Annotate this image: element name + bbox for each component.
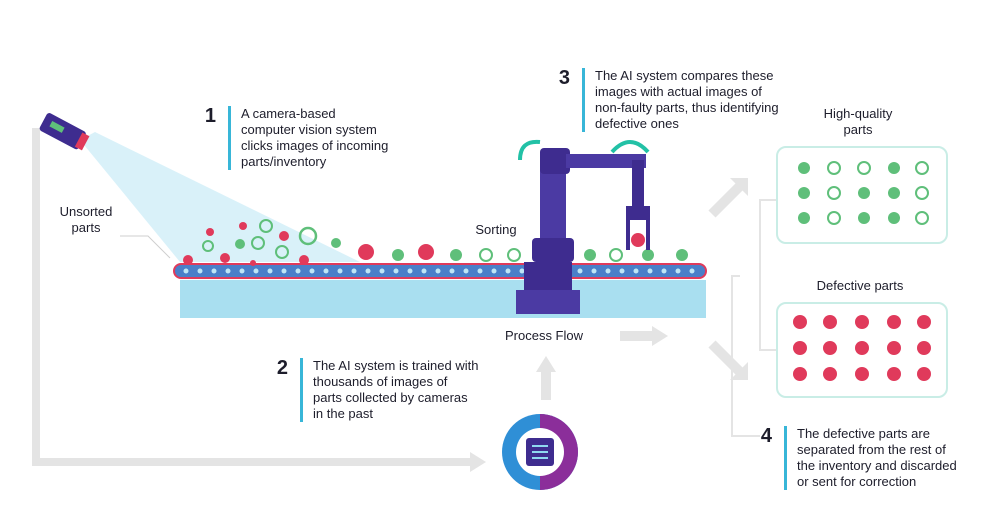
ai-gear-chip-icon [502,414,578,490]
arrowhead-defective [730,362,748,380]
defective-label: Defective parts [816,278,904,293]
arrow-down-to-defective [708,340,744,376]
arrowhead-high-quality [730,178,748,196]
conveyor-base [180,280,706,318]
step-3-text: The AI system compares these images with… [595,68,779,131]
step-4-text: The defective parts are separated from t… [797,426,957,489]
sorting-label: Sorting [475,222,517,237]
step4-connector [731,275,760,437]
step-4: 4 The defective parts are separated from… [748,426,957,490]
defective-parts-grid [793,315,931,381]
belt-parts [358,244,688,262]
process-flow-label: Process Flow [504,328,584,343]
high-quality-parts-grid [798,161,929,225]
unsorted-parts-label: Unsorted parts [59,204,113,235]
step-3: 3 The AI system compares these images wi… [546,68,779,132]
arrowhead-ai-to-process [536,356,556,372]
step-1-bar [228,106,231,170]
step-1-text: A camera-based computer vision system cl… [241,106,389,169]
conveyor-rollers [183,268,695,274]
defective-bracket [759,199,776,351]
arrow-up-to-high-quality [708,182,744,218]
unsorted-connector [120,235,171,259]
step-2: 2 The AI system is trained with thousand… [264,358,478,422]
step-3-bar [582,68,585,132]
step-1: 1 A camera-based computer vision system … [192,106,388,170]
step-4-bar [784,426,787,490]
feedback-arrowhead [470,452,486,472]
robot-arm-icon [516,139,650,314]
camera-beam [80,132,360,262]
step-2-text: The AI system is trained with thousands … [313,358,479,421]
feedback-line [32,128,470,466]
camera-icon [39,113,90,151]
high-quality-label: High-quality parts [823,106,893,137]
step-1-number: 1 [204,105,216,127]
step-4-number: 4 [760,425,772,447]
step-2-number: 2 [276,357,288,379]
step-3-number: 3 [558,67,570,89]
arrowhead-process-flow [652,326,668,346]
unsorted-parts [183,219,341,266]
step-2-bar [300,358,303,422]
